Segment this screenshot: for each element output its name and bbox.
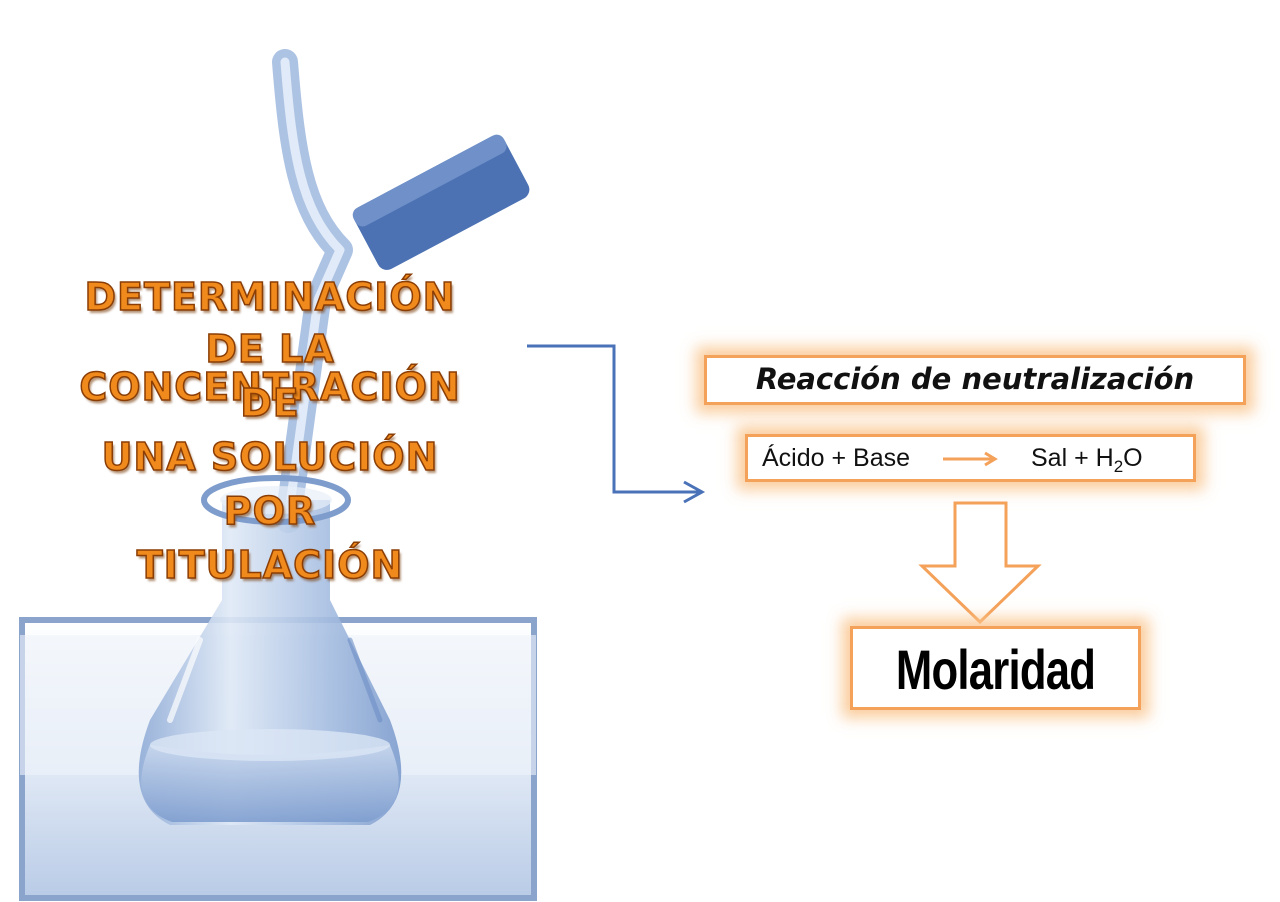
equation-products-suffix: O [1123,444,1143,472]
equation-reactants: Ácido + Base [762,444,911,472]
equation-subscript: 2 [1113,457,1124,476]
title-line-4: UNA SOLUCIÓN [101,435,439,479]
result-box: Molaridad [850,626,1141,710]
title-line-5: POR [223,489,317,533]
equation-products-prefix: Sal + H [1031,444,1114,472]
reaction-arrow-icon [943,451,998,467]
title-line-6: TITULACIÓN [136,543,404,587]
title-line-2: DE LA CONCENTRACIÓN [79,327,461,409]
equation-box: Ácido + Base Sal + H2O [745,434,1196,482]
result-label: Molaridad [895,638,1096,701]
down-arrow-icon [918,501,1042,624]
titration-flask-photo [19,49,537,901]
equation-products: Sal + H2O [1031,444,1143,477]
reaction-title: Reacción de neutralización [755,362,1195,396]
reaction-title-box: Reacción de neutralización [704,355,1246,405]
title-line-1: DETERMINACIÓN [84,275,456,319]
title-line-3: DE [239,381,300,425]
